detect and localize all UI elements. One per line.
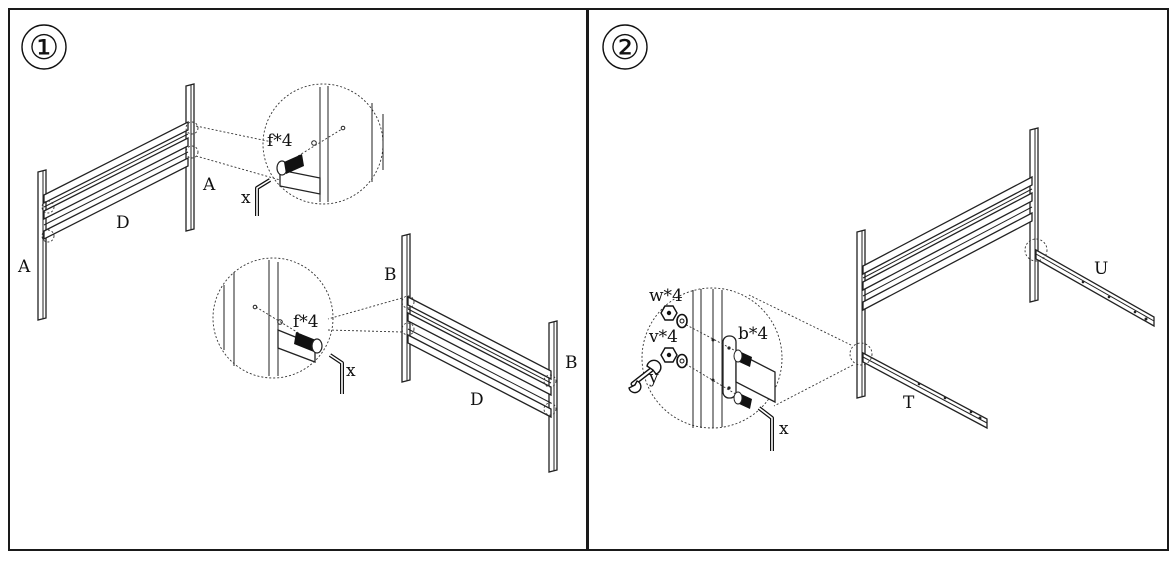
- bolt-icon: [276, 154, 304, 176]
- allen-key-icon: [757, 406, 774, 451]
- bolt-icon: [733, 391, 752, 409]
- frame-a-assembly: A A D: [17, 83, 281, 321]
- step-number-circle: [602, 24, 648, 70]
- frame-b-assembly: B B D: [327, 233, 578, 473]
- label-post-b-right: B: [565, 353, 578, 373]
- wrench-icon: [628, 359, 662, 394]
- label-rail-d-lower: D: [470, 390, 484, 410]
- step-number-circle: [21, 24, 67, 70]
- nut-v-icon: [660, 347, 678, 363]
- label-tool-x: x: [241, 188, 251, 208]
- label-washer-w: w*4: [649, 286, 683, 306]
- label-rail-t: T: [903, 393, 915, 413]
- allen-key-icon: [328, 353, 344, 394]
- zoom-detail-a: f*4: [262, 83, 384, 205]
- step-2-illustration: ② U: [602, 24, 1155, 451]
- zoom-circle-bracket: [641, 287, 783, 429]
- washer-icon: [676, 313, 688, 329]
- label-rail-d-upper: D: [116, 213, 130, 233]
- zoom-detail-bracket: b*4 w*4 v*4: [641, 286, 783, 429]
- label-tool-x: x: [779, 419, 789, 439]
- label-bolt-b: b*4: [738, 324, 768, 344]
- label-post-b-left: B: [384, 265, 397, 285]
- post-b-left: [401, 233, 411, 383]
- rail-upper: [862, 175, 1033, 312]
- label-post-a-right: A: [202, 175, 216, 195]
- side-rail-u: [1035, 248, 1155, 328]
- step-number: ①: [29, 28, 59, 68]
- allen-key-icon: [255, 178, 272, 216]
- post-a-right: [185, 83, 195, 232]
- zoom-circle-b: [212, 257, 334, 379]
- zoom-detail-b: f*4: [212, 257, 334, 379]
- bolt-icon: [733, 349, 752, 367]
- post-b-right: [548, 320, 558, 473]
- step-2-panel: ② U: [587, 8, 1169, 551]
- rail-d-upper: [43, 120, 189, 241]
- post-a-left: [37, 169, 47, 321]
- washer-icon: [676, 353, 688, 369]
- rail-d-lower: [407, 295, 552, 419]
- nut-w-icon: [660, 305, 678, 321]
- post-left: [856, 229, 866, 399]
- step-1-panel: ① A A: [8, 8, 588, 551]
- step-1-illustration: ① A A: [17, 24, 578, 473]
- label-post-a-left: A: [17, 257, 31, 277]
- side-rail-t: [862, 351, 988, 430]
- bolt-icon: [294, 332, 323, 354]
- label-wrench-y: y: [648, 368, 659, 388]
- label-fastener-f: f*4: [267, 131, 293, 151]
- label-fastener-f-b: f*4: [293, 312, 319, 332]
- label-rail-u: U: [1094, 259, 1108, 279]
- frame-assembly: U T: [748, 127, 1155, 430]
- label-tool-x-b: x: [346, 361, 356, 381]
- step-number: ②: [610, 28, 640, 68]
- label-washer-v: v*4: [648, 327, 678, 347]
